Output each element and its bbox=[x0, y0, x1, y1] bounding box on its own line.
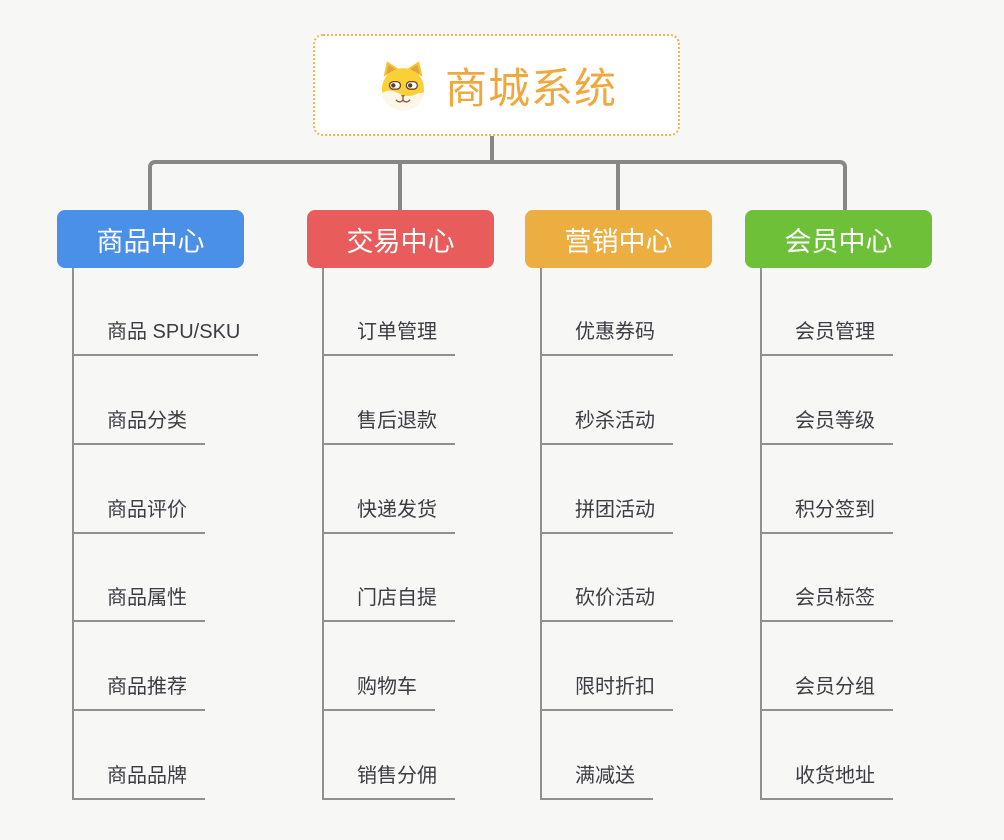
shiba-dog-icon bbox=[381, 61, 425, 111]
child-node[interactable]: 优惠券码 bbox=[540, 316, 673, 356]
connector-stub bbox=[616, 162, 620, 210]
branch-node-product-center[interactable]: 商品中心 bbox=[57, 210, 244, 268]
child-node[interactable]: 砍价活动 bbox=[540, 582, 673, 622]
child-node[interactable]: 售后退款 bbox=[322, 405, 455, 445]
child-node[interactable]: 商品 SPU/SKU bbox=[72, 316, 259, 356]
child-node[interactable]: 会员管理 bbox=[760, 316, 893, 356]
child-node[interactable]: 购物车 bbox=[322, 671, 435, 711]
child-node[interactable]: 订单管理 bbox=[322, 316, 455, 356]
branch-node-trade-center[interactable]: 交易中心 bbox=[307, 210, 494, 268]
child-node[interactable]: 限时折扣 bbox=[540, 671, 673, 711]
child-node[interactable]: 积分签到 bbox=[760, 494, 893, 534]
branch-spine-line bbox=[760, 268, 762, 800]
child-node[interactable]: 满减送 bbox=[540, 760, 653, 800]
child-node[interactable]: 门店自提 bbox=[322, 582, 455, 622]
child-node[interactable]: 秒杀活动 bbox=[540, 405, 673, 445]
branch-spine-line bbox=[72, 268, 74, 800]
child-node[interactable]: 会员等级 bbox=[760, 405, 893, 445]
root-node[interactable]: 商城系统 bbox=[313, 34, 680, 136]
child-node[interactable]: 快递发货 bbox=[322, 494, 455, 534]
child-node[interactable]: 会员分组 bbox=[760, 671, 893, 711]
branch-product-center: 商品中心 商品 SPU/SKU 商品分类 商品评价 商品属性 商品推荐 商品品牌 bbox=[57, 210, 317, 830]
branch-node-marketing-center[interactable]: 营销中心 bbox=[525, 210, 712, 268]
connector-stub bbox=[398, 162, 402, 210]
connector-root-stem bbox=[490, 136, 494, 163]
branch-trade-center: 交易中心 订单管理 售后退款 快递发货 门店自提 购物车 销售分佣 bbox=[307, 210, 567, 830]
branch-spine-line bbox=[540, 268, 542, 800]
child-node[interactable]: 会员标签 bbox=[760, 582, 893, 622]
child-node[interactable]: 商品属性 bbox=[72, 582, 205, 622]
branch-marketing-center: 营销中心 优惠券码 秒杀活动 拼团活动 砍价活动 限时折扣 满减送 bbox=[525, 210, 785, 830]
branch-node-member-center[interactable]: 会员中心 bbox=[745, 210, 932, 268]
child-node[interactable]: 拼团活动 bbox=[540, 494, 673, 534]
connector-bus-line bbox=[148, 160, 847, 210]
child-node[interactable]: 商品品牌 bbox=[72, 760, 205, 800]
branch-member-center: 会员中心 会员管理 会员等级 积分签到 会员标签 会员分组 收货地址 bbox=[745, 210, 1004, 830]
branch-spine-line bbox=[322, 268, 324, 800]
child-node[interactable]: 商品推荐 bbox=[72, 671, 205, 711]
root-title: 商城系统 bbox=[444, 64, 617, 112]
child-node[interactable]: 商品评价 bbox=[72, 494, 205, 534]
child-node[interactable]: 销售分佣 bbox=[322, 760, 455, 800]
child-node[interactable]: 收货地址 bbox=[760, 760, 893, 800]
child-node[interactable]: 商品分类 bbox=[72, 405, 205, 445]
